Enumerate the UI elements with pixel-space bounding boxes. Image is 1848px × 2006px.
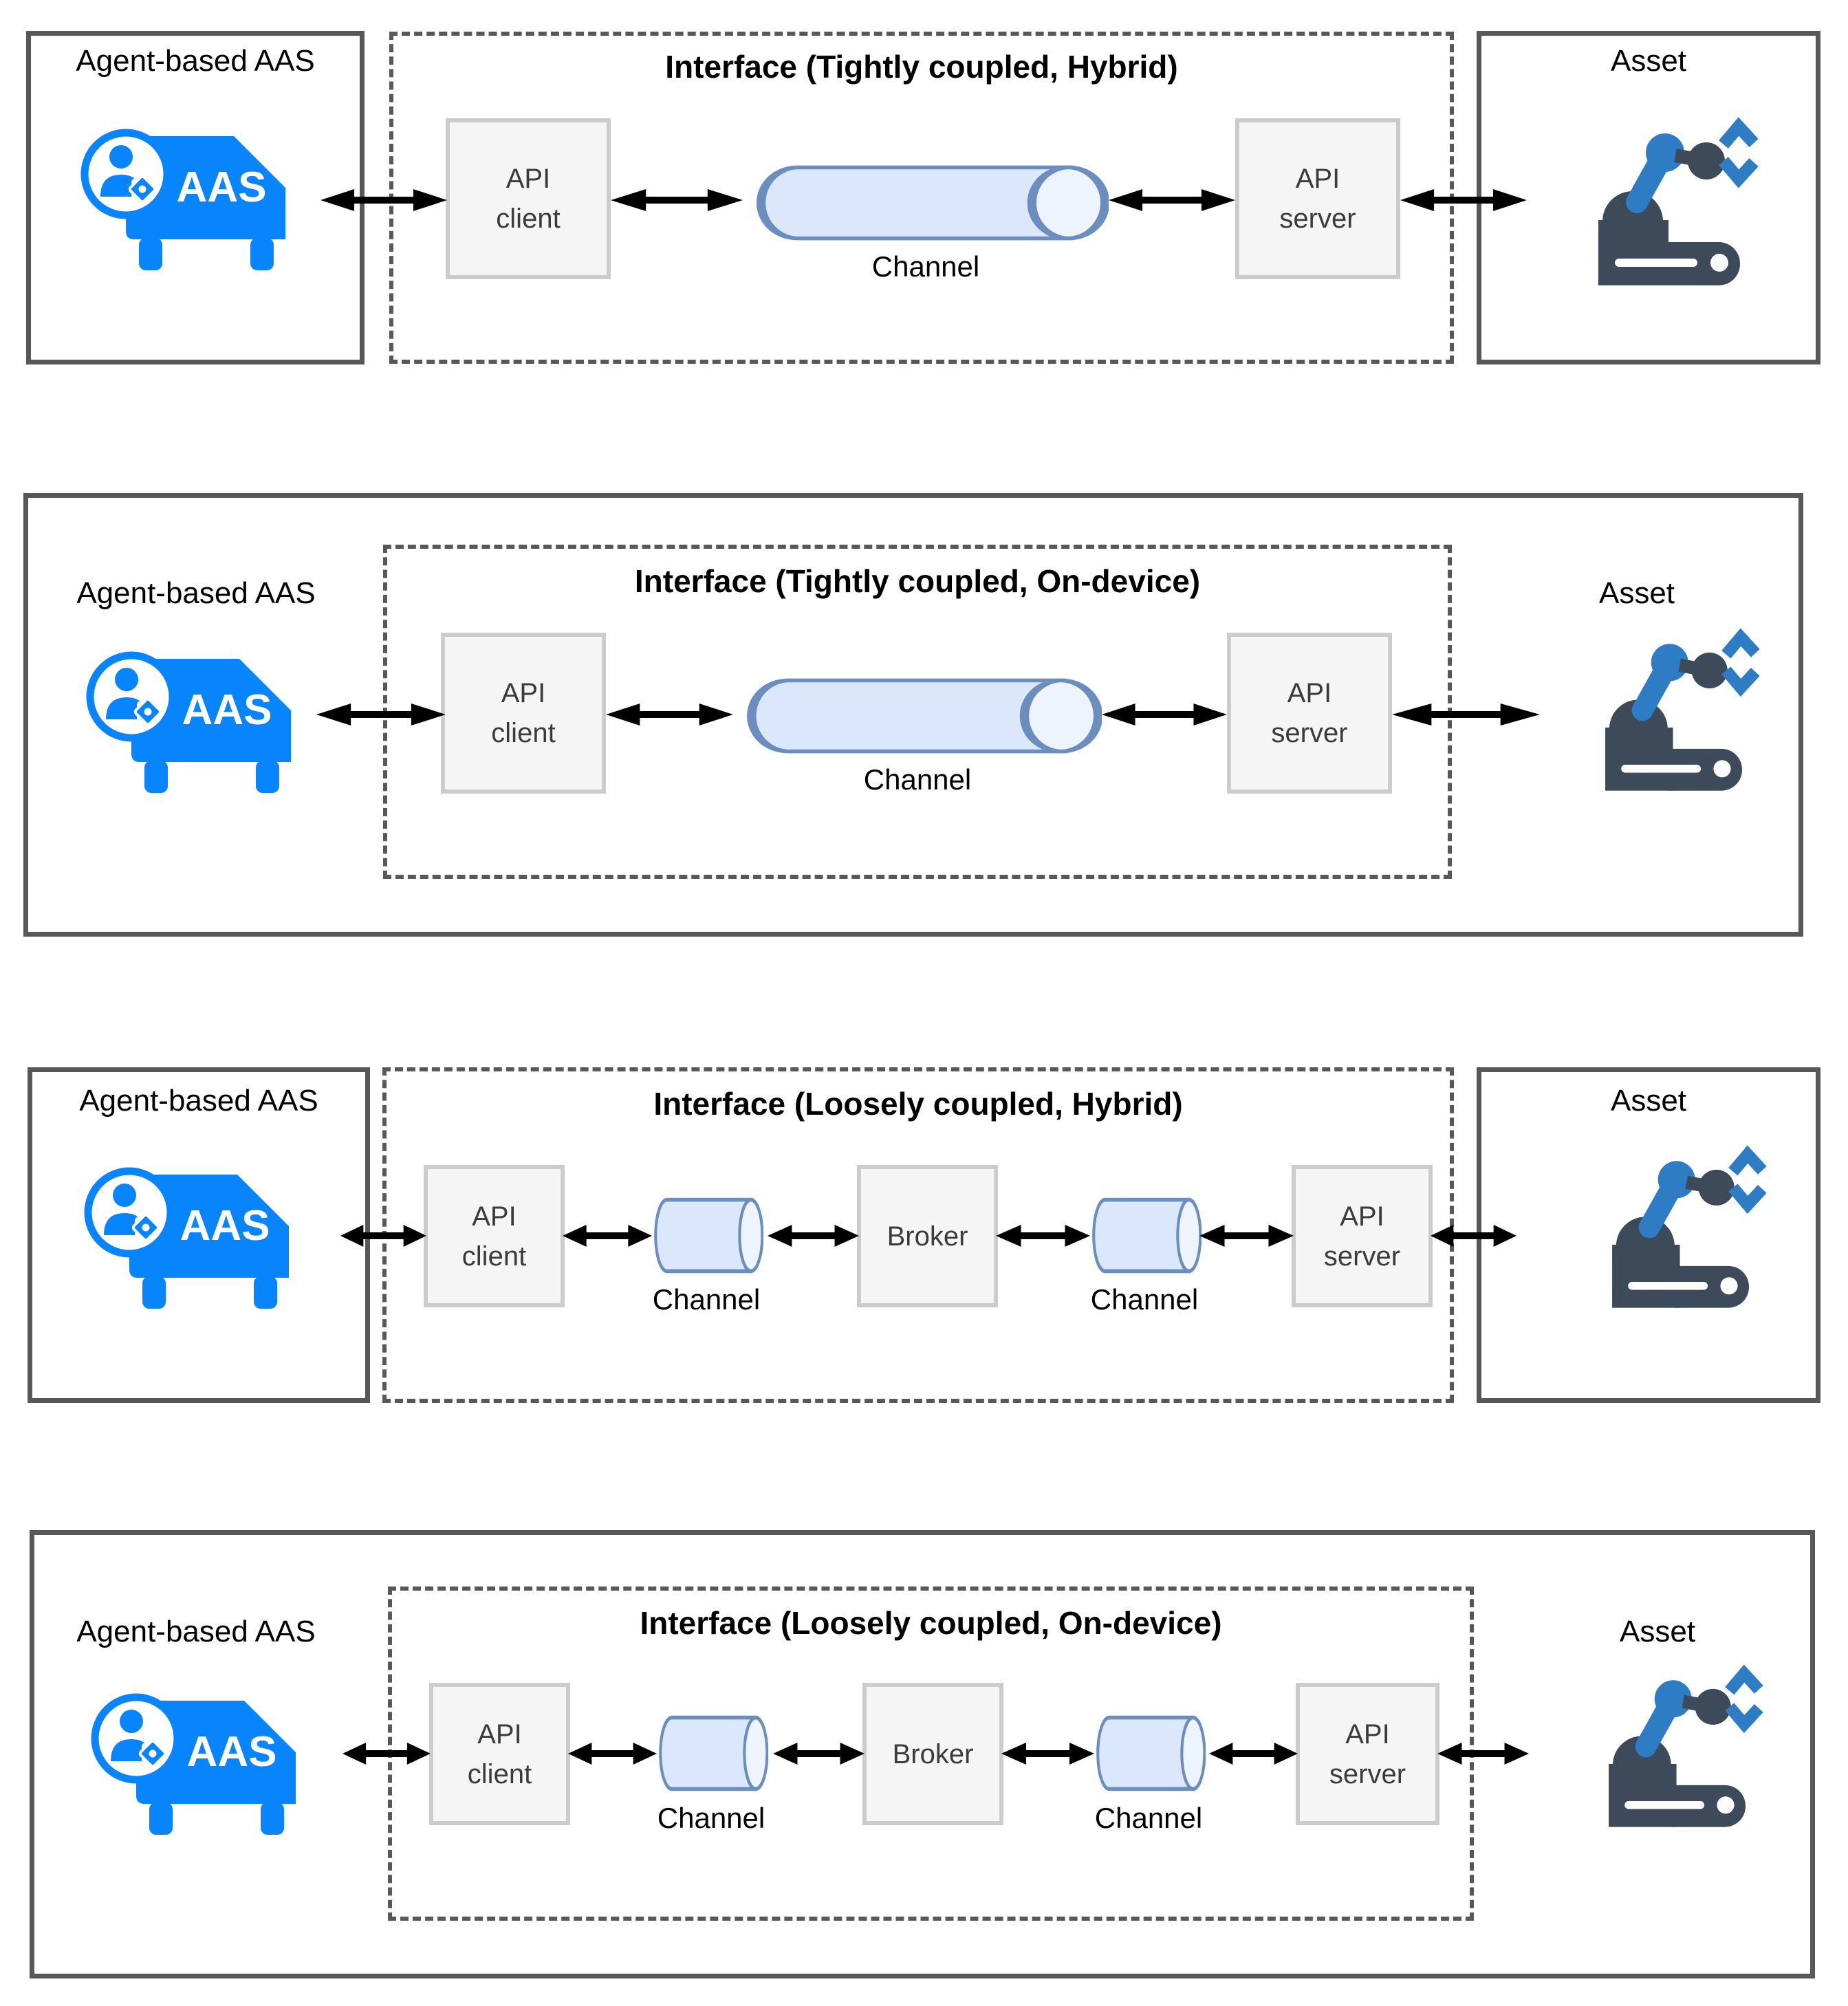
api-client-box: API client [424,1165,565,1307]
agent-aas-label: Agent-based AAS [76,44,315,78]
channel-label: Channel [1090,1283,1199,1316]
double-arrow-icon [996,1222,1090,1250]
aas-badge-text: AAS [182,686,272,734]
aas-badge-text: AAS [187,1728,277,1776]
double-arrow-icon [563,1222,652,1250]
broker-box: Broker [862,1683,1003,1825]
aas-icon: AAS [72,1147,306,1313]
channel-label: Channel [863,763,972,796]
robot-arm-icon [1572,1654,1764,1834]
asset-label: Asset [1610,44,1687,78]
channel-label: Channel [657,1802,765,1834]
robot-arm-icon [1560,107,1759,292]
double-arrow-icon [343,1740,431,1767]
channel-cylinder-icon [743,164,1109,241]
api-client-box: API client [446,118,611,279]
channel-cylinder-icon [650,1197,763,1274]
api-client-label: API client [496,164,561,234]
channel-label: Channel [871,250,980,283]
double-arrow-icon [773,1740,865,1767]
double-arrow-icon [1199,1222,1294,1250]
api-server-box: API server [1227,633,1392,794]
double-arrow-icon [1001,1740,1094,1767]
asset-label: Asset [1619,1615,1696,1648]
api-server-label: API server [1279,164,1356,234]
channel-cylinder-icon [1092,1714,1206,1792]
channel-cylinder-icon [1088,1197,1202,1274]
interface-title: Interface (Tightly coupled, On-device) [634,563,1201,599]
channel-label: Channel [652,1283,761,1316]
broker-box: Broker [857,1165,998,1307]
double-arrow-icon [340,1222,426,1250]
double-arrow-icon [316,701,446,728]
api-server-label: API server [1323,1201,1401,1272]
api-client-label: API client [461,1201,527,1272]
double-arrow-icon [606,701,733,728]
aas-icon: AAS [74,631,308,798]
asset-label: Asset [1610,1084,1687,1118]
api-server-box: API server [1235,118,1400,279]
double-arrow-icon [568,1740,657,1767]
double-arrow-icon [1102,701,1227,728]
double-arrow-icon [611,186,743,214]
double-arrow-icon [320,186,447,214]
broker-label: Broker [887,1221,968,1252]
robot-arm-icon [1575,1135,1768,1315]
api-server-box: API server [1292,1165,1433,1307]
asset-label: Asset [1598,576,1675,610]
double-arrow-icon [1209,1740,1298,1767]
aas-badge-text: AAS [180,1202,270,1250]
agent-aas-label: Agent-based AAS [79,1084,318,1118]
api-client-box: API client [441,633,606,794]
interface-title: Interface (Loosely coupled, On-device) [640,1605,1222,1641]
double-arrow-icon [1109,186,1235,214]
double-arrow-icon [768,1222,859,1250]
aas-badge-text: AAS [177,164,267,211]
aas-icon: AAS [69,109,303,275]
interface-title: Interface (Loosely coupled, Hybrid) [653,1086,1183,1122]
double-arrow-icon [1437,1740,1529,1767]
agent-aas-label: Agent-based AAS [76,1615,316,1648]
robot-arm-icon [1568,618,1761,798]
double-arrow-icon [1392,701,1540,728]
api-client-box: API client [429,1683,570,1825]
channel-cylinder-icon [655,1714,768,1792]
api-server-box: API server [1296,1683,1439,1825]
agent-aas-label: Agent-based AAS [76,576,316,610]
channel-label: Channel [1094,1802,1203,1834]
api-client-label: API client [491,678,556,748]
interface-title: Interface (Tightly coupled, Hybrid) [665,49,1178,85]
aas-icon: AAS [79,1673,313,1840]
double-arrow-icon [1400,186,1527,214]
api-server-label: API server [1271,678,1348,748]
api-client-label: API client [467,1719,532,1789]
broker-label: Broker [892,1738,974,1769]
api-server-label: API server [1329,1719,1406,1789]
double-arrow-icon [1431,1222,1517,1250]
channel-cylinder-icon [733,677,1102,754]
